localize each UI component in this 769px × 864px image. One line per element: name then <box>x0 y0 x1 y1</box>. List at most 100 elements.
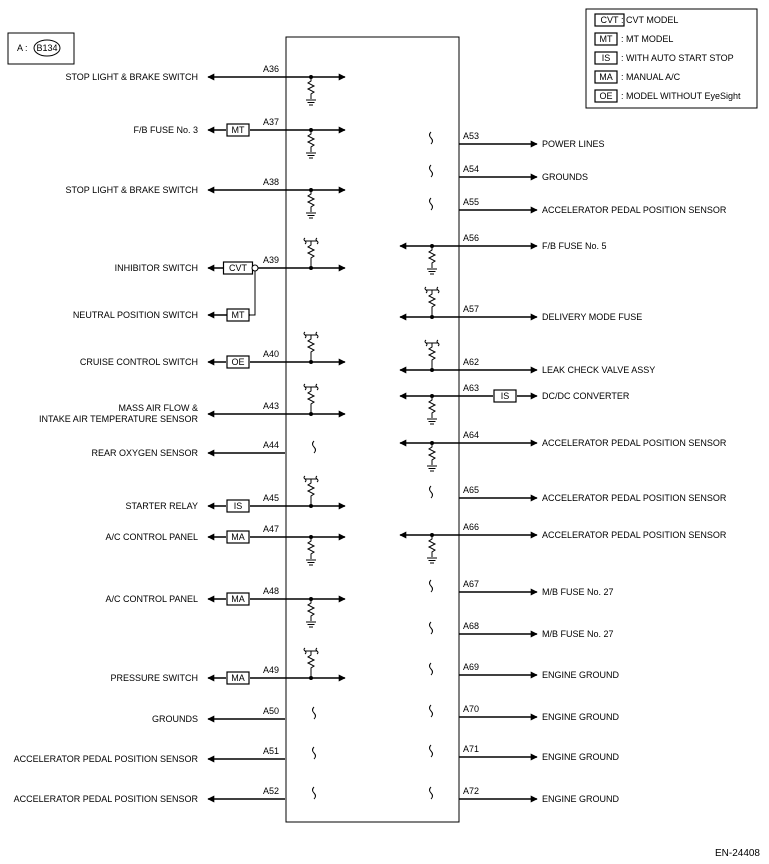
legend-text: : MODEL WITHOUT EyeSight <box>621 91 741 101</box>
squiggle-icon <box>429 704 433 718</box>
pin-a47: A47 <box>263 524 279 534</box>
pullup-icon <box>424 286 440 319</box>
left-label: REAR OXYGEN SENSOR <box>91 448 198 458</box>
left-label: INTAKE AIR TEMPERATURE SENSOR <box>39 414 199 424</box>
tag-ma-box <box>226 530 250 544</box>
legend-code-box <box>594 51 618 65</box>
left-label: ACCELERATOR PEDAL POSITION SENSOR <box>14 754 199 764</box>
right-label: M/B FUSE No. 27 <box>542 587 614 597</box>
pin-a52: A52 <box>263 786 279 796</box>
pin-a50: A50 <box>263 706 279 716</box>
tag-mt-box <box>226 123 250 137</box>
pin-a51: A51 <box>263 746 279 756</box>
legend-code-box <box>594 32 618 46</box>
tag-mt-box <box>226 308 250 322</box>
legend-text: : MT MODEL <box>621 34 673 44</box>
pin-a48: A48 <box>263 586 279 596</box>
ground-icon <box>427 533 437 564</box>
ground-icon <box>306 535 316 566</box>
right-label: ACCELERATOR PEDAL POSITION SENSOR <box>542 438 727 448</box>
pullup-icon <box>424 339 440 372</box>
pullup-icon <box>303 237 319 270</box>
legend-text: : MANUAL A/C <box>621 72 681 82</box>
pin-a54: A54 <box>463 164 479 174</box>
pin-a37: A37 <box>263 117 279 127</box>
tag-is-code: IS <box>234 501 243 511</box>
legend-code: IS <box>602 53 611 63</box>
right-label: DC/DC CONVERTER <box>542 391 630 401</box>
squiggle-icon <box>312 706 316 720</box>
left-label: MASS AIR FLOW & <box>118 403 198 413</box>
squiggle-icon <box>429 744 433 758</box>
ground-icon <box>427 244 437 275</box>
squiggle-icon <box>429 485 433 499</box>
pullup-icon <box>303 331 319 364</box>
connector-label: A : B134 <box>7 32 75 65</box>
legend-text: : CVT MODEL <box>621 15 678 25</box>
pin-a67: A67 <box>463 579 479 589</box>
right-label: ENGINE GROUND <box>542 794 620 804</box>
squiggle-icon <box>429 197 433 211</box>
right-label: ACCELERATOR PEDAL POSITION SENSOR <box>542 493 727 503</box>
pin-a55: A55 <box>463 197 479 207</box>
legend-code-box <box>594 89 618 103</box>
tag-ma-code: MA <box>231 532 245 542</box>
squiggle-icon <box>429 579 433 593</box>
squiggle-icon <box>429 164 433 178</box>
squiggle-icon <box>429 621 433 635</box>
pullup-icon <box>303 383 319 416</box>
right-label: LEAK CHECK VALVE ASSY <box>542 365 655 375</box>
pin-a66: A66 <box>463 522 479 532</box>
ground-icon <box>306 128 316 159</box>
right-label: ACCELERATOR PEDAL POSITION SENSOR <box>542 205 727 215</box>
tag-oe-code: OE <box>231 357 244 367</box>
squiggle-icon <box>429 131 433 145</box>
ground-icon <box>306 597 316 628</box>
legend-code-box <box>594 13 625 27</box>
right-label: ENGINE GROUND <box>542 712 620 722</box>
squiggle-icon <box>429 786 433 800</box>
pullup-icon <box>303 475 319 508</box>
left-label: STOP LIGHT & BRAKE SWITCH <box>65 185 198 195</box>
tag-oe-box <box>226 355 250 369</box>
legend-code: CVT <box>601 15 620 25</box>
ground-icon <box>306 188 316 219</box>
pin-a56: A56 <box>463 233 479 243</box>
right-label: ENGINE GROUND <box>542 670 620 680</box>
left-label: INHIBITOR SWITCH <box>115 263 198 273</box>
pin-a36: A36 <box>263 64 279 74</box>
connector-id: B134 <box>36 43 57 53</box>
ground-icon <box>427 441 437 472</box>
right-label: ACCELERATOR PEDAL POSITION SENSOR <box>542 530 727 540</box>
pin-a53: A53 <box>463 131 479 141</box>
pin-a49: A49 <box>263 665 279 675</box>
pin-a64: A64 <box>463 430 479 440</box>
squiggle-icon <box>312 440 316 454</box>
left-label: NEUTRAL POSITION SWITCH <box>73 310 198 320</box>
pin-a63: A63 <box>463 383 479 393</box>
pin-a69: A69 <box>463 662 479 672</box>
pin-a44: A44 <box>263 440 279 450</box>
tag-is-box <box>226 499 250 513</box>
